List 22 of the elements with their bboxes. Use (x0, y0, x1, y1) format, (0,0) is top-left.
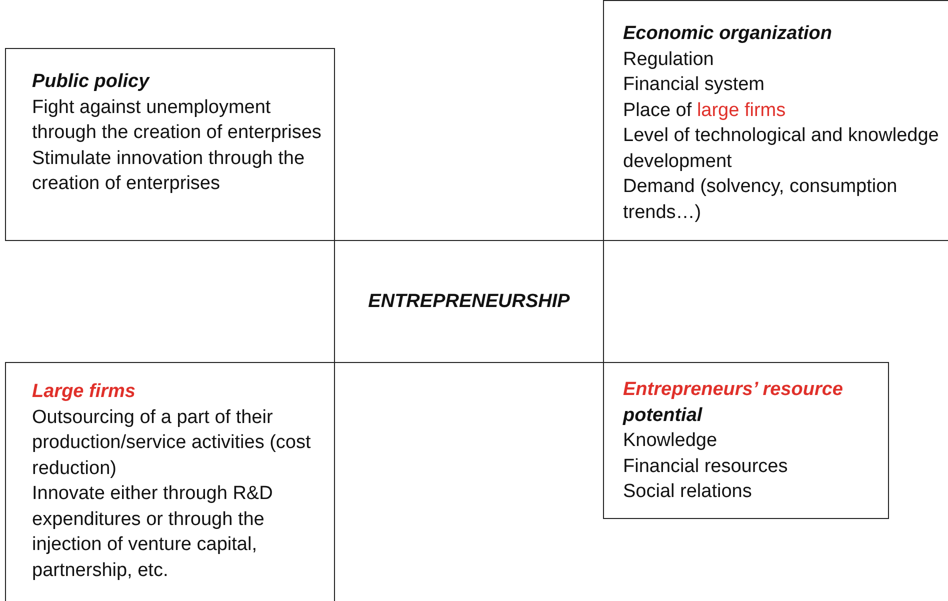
list-item: Regulation (623, 48, 715, 72)
list-item: Outsourcing of a part of their production/service activities (cost reduction) (32, 406, 312, 480)
box-heading: Economic organization (623, 22, 834, 46)
list-item: Financial system (623, 73, 766, 97)
list-item: Level of technological and knowledge development (623, 124, 940, 174)
center-label: ENTREPRENEURSHIP (368, 290, 570, 314)
list-item: Stimulate innovation through the creation of enterprises (32, 146, 306, 196)
list-item: Fight against unemployment through the creation of enterprises (32, 96, 322, 145)
category-box (603, 362, 889, 519)
category-box (603, 0, 948, 241)
list-item: Demand (solvency, consumption trends…) (623, 175, 898, 224)
list-item: Place of large firms (623, 98, 787, 122)
list-item: Financial resources (623, 454, 789, 478)
box-heading: Large firms (32, 380, 136, 404)
category-box (5, 362, 335, 601)
list-item: Knowledge (623, 429, 718, 453)
center-box (334, 240, 604, 363)
list-item: Social relations (623, 480, 753, 504)
box-heading: Public policy (32, 70, 151, 94)
list-item: Innovate either through R&D expenditures or through the injection of venture capital, partnership, etc. (32, 482, 274, 582)
category-box (5, 48, 335, 241)
box-heading: Entrepreneurs’ resource potential (623, 378, 844, 428)
